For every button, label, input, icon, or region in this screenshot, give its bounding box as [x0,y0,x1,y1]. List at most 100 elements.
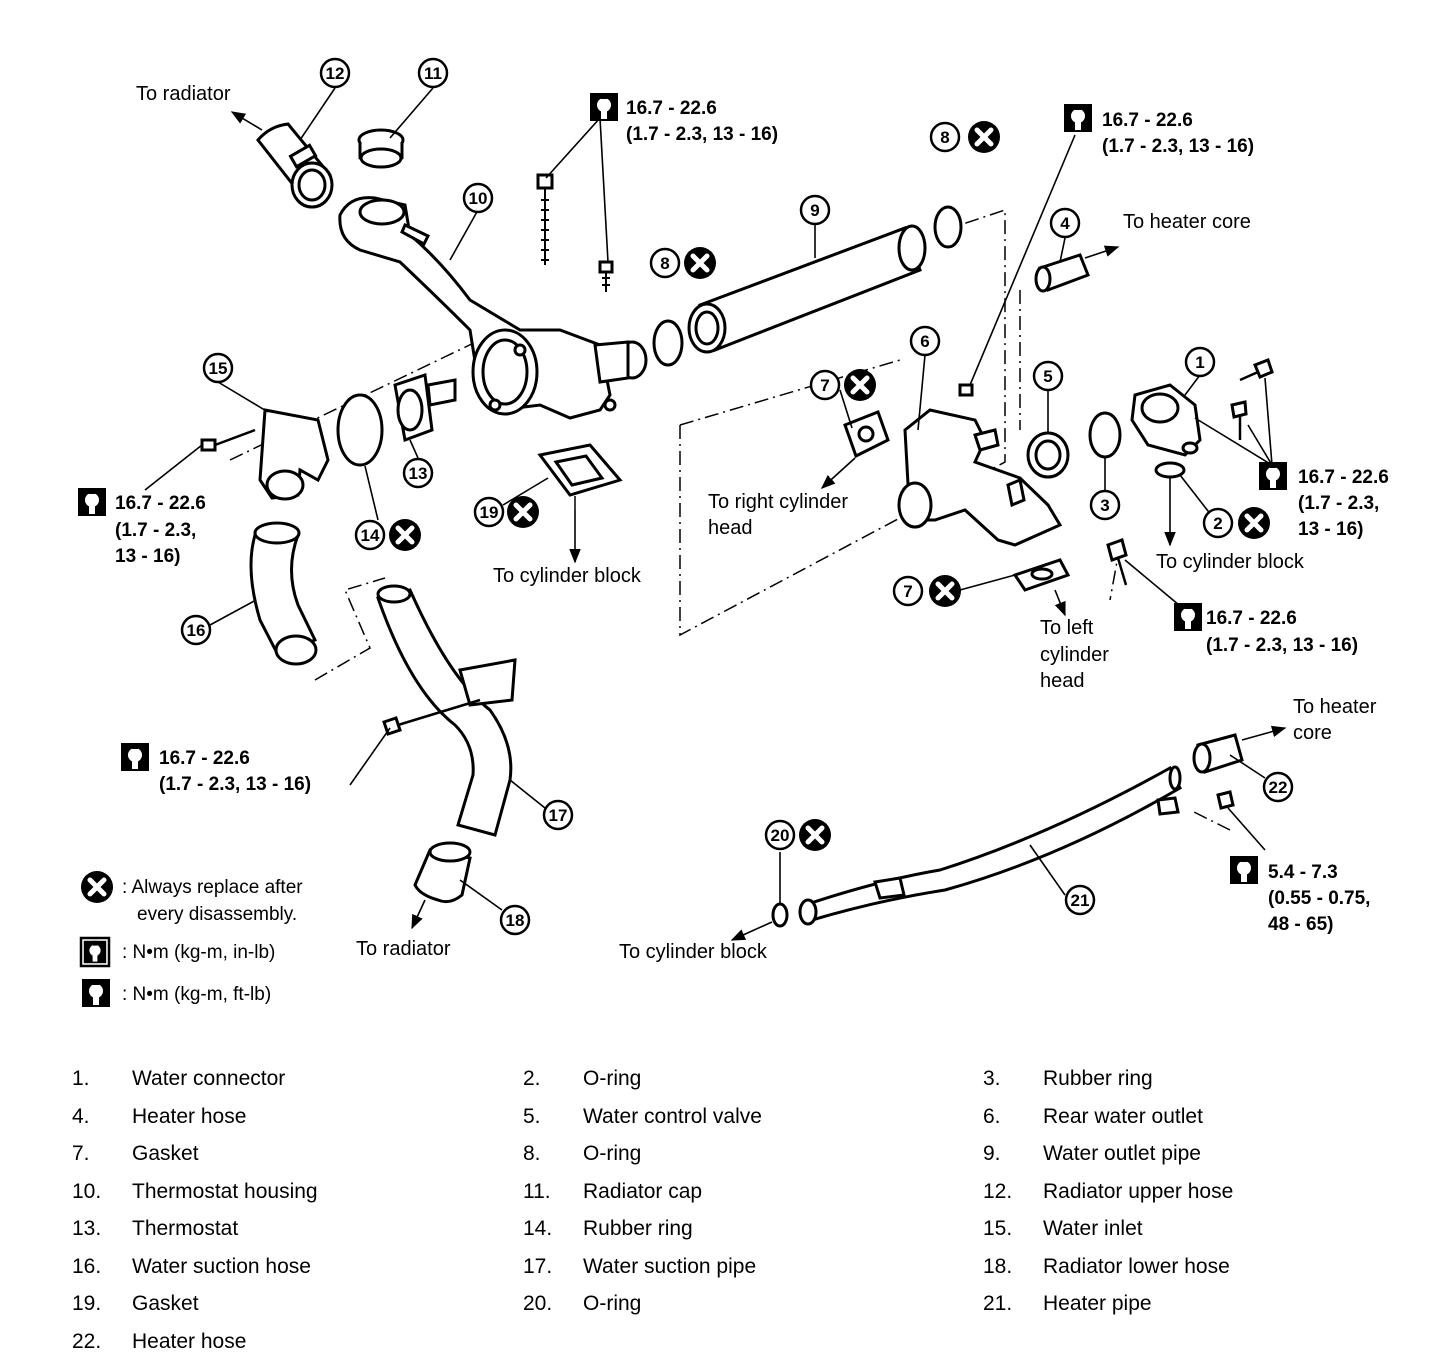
svg-text:21: 21 [1071,891,1090,910]
destination-labels: To radiator To heater core To cylinder b… [136,83,1377,963]
svg-text:(1.7 - 2.3,: (1.7 - 2.3, [1298,493,1379,514]
svg-text:16.7 - 22.6: 16.7 - 22.6 [1102,110,1193,131]
part-name: Water control valve [583,1104,762,1128]
part-name: Thermostat housing [132,1179,318,1203]
callout-2: 2 [1202,507,1234,539]
svg-text:15: 15 [209,359,228,378]
part-name: O-ring [583,1292,642,1315]
svg-text:3: 3 [1100,496,1109,515]
part-number: 2. [523,1067,541,1090]
torque-wrench-icon [1174,603,1202,631]
svg-text:7: 7 [820,376,829,395]
part-number: 20. [523,1292,553,1315]
torque-specs: 16.7 - 22.6 (1.7 - 2.3, 13 - 16) 16.7 - … [78,93,1389,935]
rear-water-outlet-drawing [897,383,1063,547]
torque-wrench-icon [1259,462,1287,490]
callout-17: 17 [542,799,574,831]
svg-text:(1.7 - 2.3, 13 - 16): (1.7 - 2.3, 13 - 16) [159,774,311,795]
part-name: Water outlet pipe [1043,1142,1201,1165]
rubber-ring-14-drawing [336,393,384,467]
svg-text:cylinder: cylinder [1040,644,1109,666]
o-ring-8-left-drawing [652,319,684,367]
gasket-7-upper-drawing [843,410,890,459]
part-number: 13. [72,1217,102,1240]
heater-hose-4-drawing [1034,253,1090,293]
gasket-19-drawing [537,443,623,497]
replace-icon [507,496,539,528]
svg-text:5.4 - 7.3: 5.4 - 7.3 [1268,862,1338,883]
callout-8-left: 8 [649,247,681,279]
part-name: Heater hose [132,1329,247,1353]
callout-15: 15 [202,352,234,384]
part-number: 7. [72,1142,90,1165]
thermostat-drawing [393,372,457,443]
svg-text:6: 6 [920,332,929,351]
part-name: Heater pipe [1043,1292,1152,1315]
svg-text:16.7 - 22.6: 16.7 - 22.6 [115,493,206,514]
svg-text:To left: To left [1040,617,1094,639]
svg-text:To cylinder block: To cylinder block [493,565,642,587]
svg-text:5: 5 [1043,367,1052,386]
radiator-cap-drawing [357,128,405,169]
legend: : Always replace after every disassembly… [81,871,303,1007]
part-name: Radiator cap [583,1179,703,1203]
part-number: 14. [523,1217,553,1240]
svg-text:: Always replace after: : Always replace after [122,877,303,898]
o-ring-20-drawing [771,902,789,928]
water-connector-drawing [1130,383,1202,457]
part-name: Radiator upper hose [1043,1179,1234,1203]
svg-text:16.7 - 22.6: 16.7 - 22.6 [1298,467,1389,488]
part-number: 4. [72,1104,90,1128]
thermostat-housing-drawing [338,196,648,420]
part-number: 18. [983,1254,1013,1278]
svg-text:To radiator: To radiator [356,938,451,960]
svg-text:14: 14 [361,526,380,545]
svg-text:head: head [708,517,753,539]
svg-text:1: 1 [1195,353,1204,372]
replace-icon [389,519,421,551]
part-name: Rubber ring [583,1217,693,1240]
callout-21: 21 [1064,884,1096,916]
part-number: 16. [72,1254,102,1278]
callout-13: 13 [402,457,434,489]
svg-text:To heater core: To heater core [1123,211,1251,233]
replace-icon [81,871,113,903]
svg-text:11: 11 [424,64,442,83]
replace-icon [1238,507,1270,539]
svg-text:8: 8 [660,254,669,273]
callout-7-upper: 7 [809,369,841,401]
part-name: O-ring [583,1067,642,1090]
svg-text:(0.55 - 0.75,: (0.55 - 0.75, [1268,888,1370,909]
svg-text:7: 7 [903,582,912,601]
callout-8-right: 8 [929,121,961,153]
housing-bolts-drawing [536,173,614,292]
svg-text:To radiator: To radiator [136,83,231,105]
water-outlet-pipe-drawing [687,224,927,354]
part-name: Radiator lower hose [1043,1254,1230,1278]
svg-text:16: 16 [187,621,206,640]
svg-text:2: 2 [1213,514,1222,533]
part-name: Gasket [132,1292,199,1315]
svg-text:22: 22 [1269,778,1288,797]
callouts: 12 11 10 9 8 8 4 1 5 6 7 7 3 2 15 13 14 … [180,57,1294,936]
callout-9: 9 [799,194,831,226]
svg-text:16.7 - 22.6: 16.7 - 22.6 [159,748,250,769]
part-name: O-ring [583,1142,642,1165]
callout-6: 6 [909,325,941,357]
part-number: 17. [523,1254,553,1278]
callout-14: 14 [354,519,386,551]
cooling-system-exploded-diagram: 12 11 10 9 8 8 4 1 5 6 7 7 3 2 15 13 14 … [78,57,1389,1007]
o-ring-8-right-drawing [933,205,963,249]
water-suction-pipe-drawing [376,584,517,837]
svg-text:: N•m (kg-m, ft-lb): : N•m (kg-m, ft-lb) [122,984,271,1005]
radiator-lower-hose-drawing [413,841,472,904]
callout-20: 20 [764,819,796,851]
part-number: 21. [983,1292,1013,1315]
callout-4: 4 [1049,207,1081,239]
part-number: 10. [72,1179,102,1203]
part-name: Water connector [132,1067,286,1090]
replace-icon [684,247,716,279]
in-lb-wrench-icon [79,936,111,968]
replace-icon [844,369,876,401]
